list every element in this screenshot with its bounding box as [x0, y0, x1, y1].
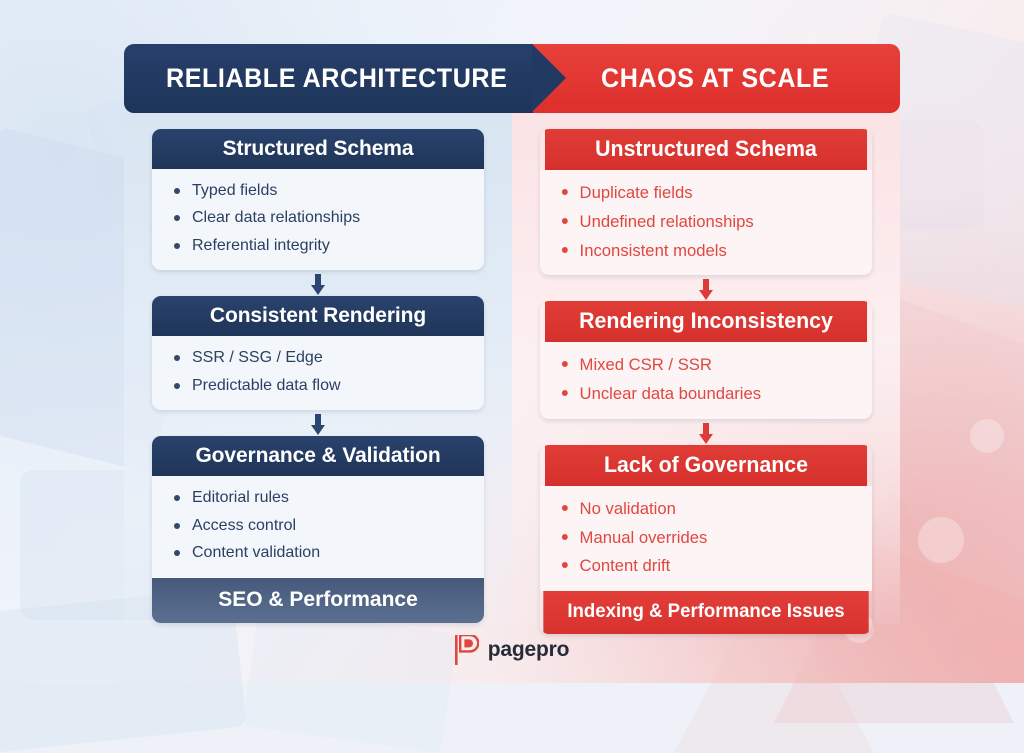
bullet-list: Editorial rules Access control Content v… — [170, 488, 474, 563]
comparison-infographic: RELIABLE ARCHITECTURE CHAOS AT SCALE Str… — [124, 44, 900, 634]
list-item: Referential integrity — [170, 236, 474, 256]
card-consistent-rendering: Consistent Rendering SSR / SSG / Edge Pr… — [152, 296, 484, 411]
bullet-list: Typed fields Clear data relationships Re… — [170, 181, 474, 256]
card-body: Duplicate fields Undefined relationships… — [540, 170, 872, 276]
card-lack-of-governance: Lack of Governance No validation Manual … — [540, 444, 872, 634]
list-item: Predictable data flow — [170, 376, 474, 396]
list-item: SSR / SSG / Edge — [170, 348, 474, 368]
bullet-list: SSR / SSG / Edge Predictable data flow — [170, 348, 474, 396]
list-item: No validation — [558, 498, 856, 520]
list-item: Clear data relationships — [170, 208, 474, 228]
card-governance-validation: Governance & Validation Editorial rules … — [152, 436, 484, 623]
list-item: Manual overrides — [558, 527, 856, 549]
card-title: Lack of Governance — [544, 444, 868, 486]
list-item: Mixed CSR / SSR — [558, 354, 856, 376]
card-footer-indexing-performance-issues: Indexing & Performance Issues — [543, 591, 869, 634]
banner-right-half: CHAOS AT SCALE — [533, 44, 900, 113]
flow-arrow-down-icon — [152, 270, 484, 296]
list-item: Inconsistent models — [558, 240, 856, 262]
card-body: Mixed CSR / SSR Unclear data boundaries — [540, 342, 872, 419]
card-body: SSR / SSG / Edge Predictable data flow — [152, 336, 484, 411]
panels: Structured Schema Typed fields Clear dat… — [124, 113, 900, 634]
list-item: Content validation — [170, 543, 474, 563]
card-title: Governance & Validation — [152, 436, 484, 477]
flow-arrow-down-icon — [152, 410, 484, 436]
panel-chaos-at-scale: Unstructured Schema Duplicate fields Und… — [512, 113, 900, 634]
banner: RELIABLE ARCHITECTURE CHAOS AT SCALE — [124, 44, 900, 113]
card-title: Consistent Rendering — [152, 296, 484, 337]
list-item: Unclear data boundaries — [558, 383, 856, 405]
bullet-list: No validation Manual overrides Content d… — [558, 498, 862, 577]
pagepro-logo-icon — [454, 635, 479, 665]
brand-logo: pagepro — [0, 635, 1024, 665]
panel-reliable-architecture: Structured Schema Typed fields Clear dat… — [124, 113, 512, 624]
list-item: Duplicate fields — [558, 182, 856, 204]
card-footer-seo-performance: SEO & Performance — [152, 577, 484, 623]
flow-arrow-down-icon — [540, 419, 872, 445]
list-item: Editorial rules — [170, 488, 474, 508]
banner-left-half: RELIABLE ARCHITECTURE — [124, 44, 567, 113]
bullet-list: Mixed CSR / SSR Unclear data boundaries — [558, 354, 862, 405]
list-item: Typed fields — [170, 181, 474, 201]
card-body: No validation Manual overrides Content d… — [540, 485, 872, 591]
list-item: Undefined relationships — [558, 211, 856, 233]
card-title: Structured Schema — [152, 129, 484, 169]
bullet-list: Duplicate fields Undefined relationships… — [558, 182, 862, 261]
card-rendering-inconsistency: Rendering Inconsistency Mixed CSR / SSR … — [540, 301, 872, 419]
background-dot — [970, 419, 1004, 453]
card-unstructured-schema: Unstructured Schema Duplicate fields Und… — [540, 129, 872, 276]
card-body: Editorial rules Access control Content v… — [152, 476, 484, 578]
card-title: Unstructured Schema — [544, 129, 868, 170]
list-item: Content drift — [558, 555, 856, 577]
logo-wordmark: pagepro — [487, 638, 570, 661]
flow-arrow-down-icon — [540, 275, 872, 301]
card-body: Typed fields Clear data relationships Re… — [152, 169, 484, 271]
banner-right-title: CHAOS AT SCALE — [601, 63, 830, 93]
background-dot — [918, 517, 964, 563]
list-item: Access control — [170, 516, 474, 536]
banner-left-title: RELIABLE ARCHITECTURE — [166, 63, 508, 93]
card-structured-schema: Structured Schema Typed fields Clear dat… — [152, 129, 484, 271]
card-title: Rendering Inconsistency — [544, 301, 868, 343]
